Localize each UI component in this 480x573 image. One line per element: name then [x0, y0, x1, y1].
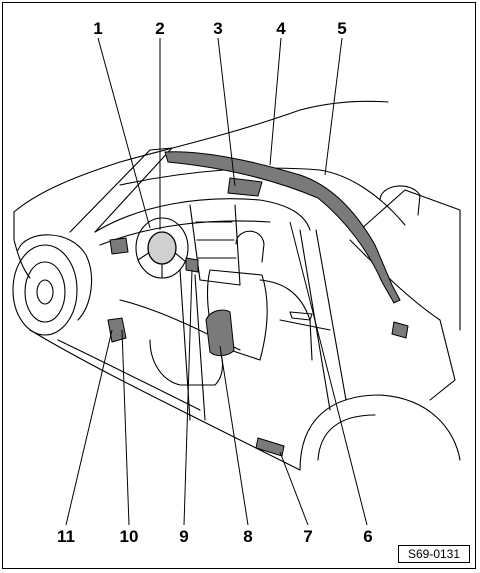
- car-interior-outline: [12, 100, 461, 471]
- callout-numbers: 1 2 3 4 5 6 7 8 9 10 11: [57, 19, 373, 546]
- callout-2: 2: [155, 19, 164, 38]
- callout-7: 7: [303, 527, 312, 546]
- callout-5: 5: [337, 19, 346, 38]
- callout-10: 10: [120, 527, 139, 546]
- callout-3: 3: [213, 19, 222, 38]
- leader-lines: [65, 37, 368, 526]
- callout-8: 8: [243, 527, 252, 546]
- callout-11: 11: [57, 527, 75, 546]
- reference-code-label: S69-0131: [407, 547, 461, 561]
- steering-airbag: [147, 231, 177, 265]
- callout-9: 9: [179, 527, 188, 546]
- reference-code: S69-0131: [398, 545, 470, 563]
- callout-4: 4: [276, 19, 286, 38]
- airbag-components: [107, 151, 409, 457]
- callout-6: 6: [363, 527, 372, 546]
- callout-1: 1: [93, 19, 102, 38]
- figure-border: [2, 2, 476, 569]
